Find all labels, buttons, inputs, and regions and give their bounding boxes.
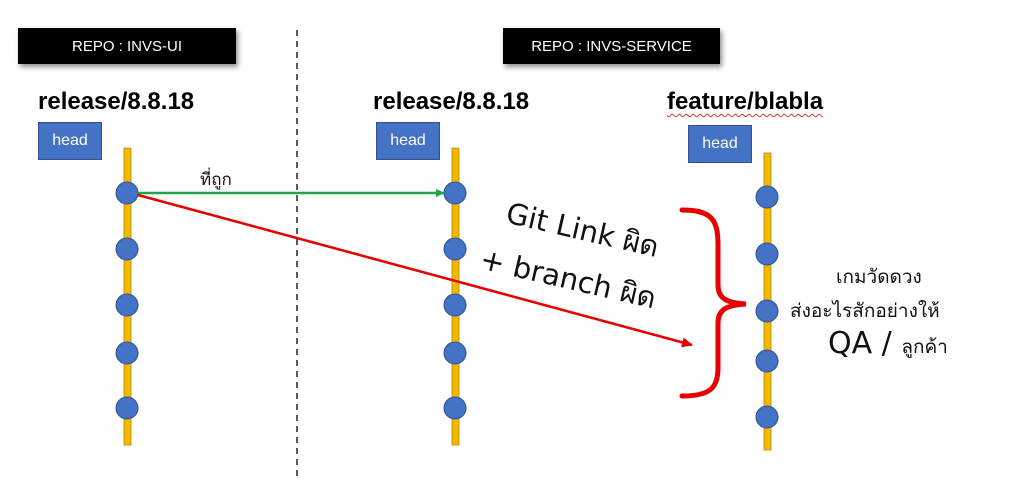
commit-node — [115, 293, 139, 317]
gamble-note-line-3: QA / ลูกค้า — [828, 326, 948, 362]
customer-label: ลูกค้า — [901, 336, 948, 358]
head-marker-ui-release: head — [38, 122, 102, 160]
repo-label-invs-ui: REPO : INVS-UI — [18, 28, 236, 64]
commit-node — [443, 237, 467, 261]
commit-node — [755, 299, 779, 323]
branch-title-service-release: release/8.8.18 — [373, 88, 530, 115]
commit-node — [115, 396, 139, 420]
commit-node — [755, 185, 779, 209]
commit-node — [115, 237, 139, 261]
commit-node — [115, 341, 139, 365]
commit-node — [755, 349, 779, 373]
commit-node — [755, 242, 779, 266]
gamble-note-line-1: เกมวัดดวง — [836, 266, 922, 288]
commit-node — [443, 396, 467, 420]
qa-label: QA — [828, 326, 873, 361]
commit-node — [755, 405, 779, 429]
commit-node — [443, 181, 467, 205]
branch-title-ui-release: release/8.8.18 — [38, 88, 195, 115]
gamble-note-line-2: ส่งอะไรสักอย่างให้ — [790, 300, 940, 322]
branch-title-feature-text: feature/blabla — [667, 88, 824, 115]
commit-node — [443, 293, 467, 317]
head-marker-service-release: head — [376, 122, 440, 160]
branch-title-service-feature: feature/blabla — [667, 88, 823, 116]
curly-brace — [679, 207, 747, 399]
qa-separator: / — [872, 326, 902, 361]
head-marker-service-feature: head — [688, 125, 752, 163]
commit-node — [443, 341, 467, 365]
commit-node — [115, 181, 139, 205]
wrong-link-arrow — [137, 193, 693, 348]
repo-label-invs-service: REPO : INVS-SERVICE — [503, 28, 720, 64]
correct-link-label: ที่ถูก — [200, 170, 232, 190]
